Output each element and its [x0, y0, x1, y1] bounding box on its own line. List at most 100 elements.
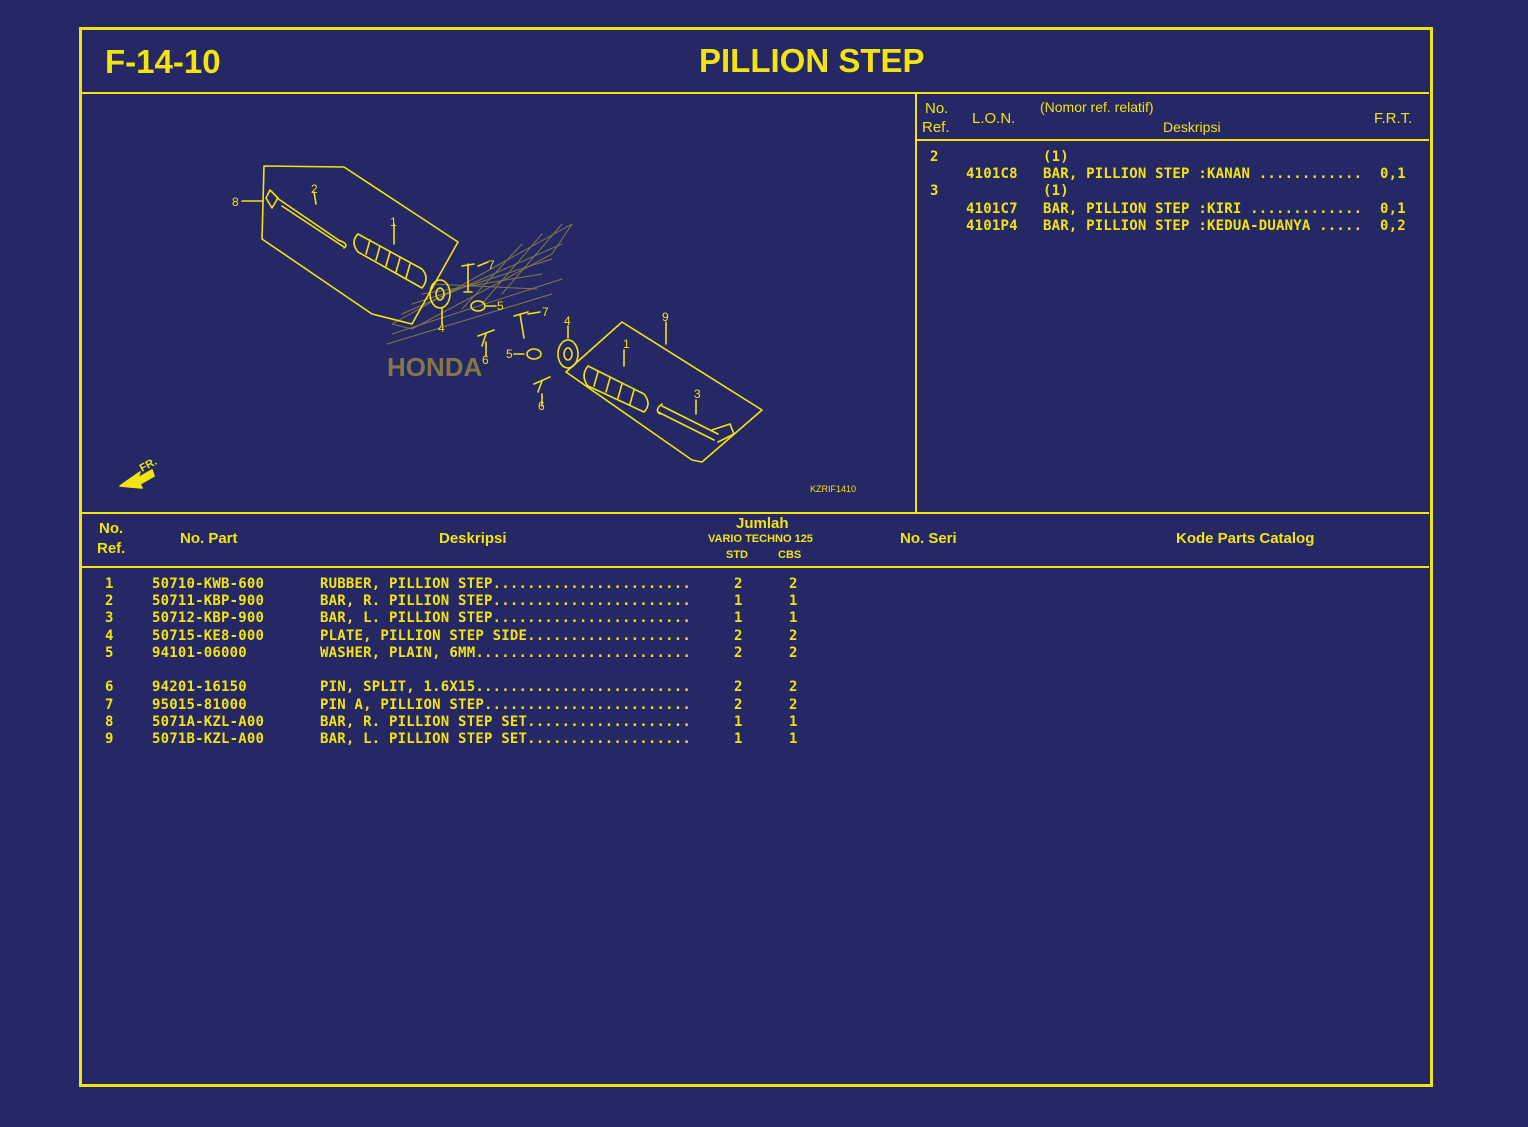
lon-frt-header: F.R.T.: [1374, 110, 1413, 127]
part-desc: PIN A, PILLION STEP.....................…: [320, 697, 692, 713]
lon-row-ref: 2: [930, 149, 939, 165]
part-cbs-qty: 2: [789, 576, 798, 592]
part-ref: 1: [105, 576, 114, 592]
part-number: 5071A-KZL-A00: [152, 714, 265, 730]
part-cbs-qty: 2: [789, 645, 798, 661]
callout-label: 9: [662, 310, 669, 324]
left-bar-bracket: [565, 321, 763, 463]
header-divider: [82, 92, 1429, 94]
callout-label: 5: [506, 347, 513, 361]
rubber-pillion-step-left: [583, 365, 649, 413]
part-std-qty: 2: [734, 679, 743, 695]
lon-row-desc: BAR, PILLION STEP :KIRI .............: [1043, 201, 1363, 217]
fr-label: FR.: [138, 456, 159, 475]
part-number: 50710-KWB-600: [152, 576, 265, 592]
parts-kode-header: Kode Parts Catalog: [1176, 530, 1315, 547]
lon-header: L.O.N.: [972, 110, 1016, 127]
part-cbs-qty: 1: [789, 593, 798, 609]
washer-plain-6mm: [470, 300, 486, 312]
part-desc: BAR, R. PILLION STEP....................…: [320, 593, 692, 609]
part-desc: RUBBER, PILLION STEP....................…: [320, 576, 692, 592]
part-desc: BAR, L. PILLION STEP SET................…: [320, 731, 692, 747]
lon-desc-header: Deskripsi: [1163, 119, 1221, 135]
lon-row-lon: 4101P4: [966, 218, 1018, 234]
callout-label: 7: [542, 305, 549, 319]
callout-label: 7: [488, 258, 495, 272]
lon-row-lon: 4101C7: [966, 201, 1018, 217]
parts-table-header-divider: [82, 566, 1429, 568]
part-number: 94101-06000: [152, 645, 247, 661]
callout-label: 5: [497, 299, 504, 313]
lon-row-desc: BAR, PILLION STEP :KANAN ............: [1043, 166, 1363, 182]
part-cbs-qty: 2: [789, 697, 798, 713]
part-std-qty: 1: [734, 714, 743, 730]
catalog-frame: [79, 27, 1433, 1087]
plate-pillion-step-side: [429, 279, 451, 309]
part-desc: PLATE, PILLION STEP SIDE................…: [320, 628, 692, 644]
part-desc: BAR, L. PILLION STEP....................…: [320, 610, 692, 626]
lon-row-desc: (1): [1043, 149, 1069, 165]
lon-nomor-header: (Nomor ref. relatif): [1040, 99, 1154, 115]
part-std-qty: 2: [734, 576, 743, 592]
parts-seri-header: No. Seri: [900, 530, 957, 547]
callout-label: 1: [390, 215, 397, 229]
part-number: 50711-KBP-900: [152, 593, 265, 609]
part-ref: 4: [105, 628, 114, 644]
callout-label: 6: [538, 399, 545, 413]
parts-part-header: No. Part: [180, 530, 238, 547]
watermark-text: HONDA: [387, 352, 483, 382]
part-std-qty: 2: [734, 645, 743, 661]
callout-label: 4: [438, 321, 445, 335]
parts-std-header: STD: [726, 549, 748, 561]
callout-label: 6: [482, 353, 489, 367]
pin-split: [477, 329, 495, 347]
part-cbs-qty: 1: [789, 610, 798, 626]
bar-l-pillion-step: [657, 405, 735, 443]
page-title: PILLION STEP: [699, 42, 925, 79]
part-desc: PIN, SPLIT, 1.6X15......................…: [320, 679, 692, 695]
parts-jumlah-header: Jumlah: [736, 515, 789, 532]
pin-a-pillion-step: [461, 263, 475, 293]
rubber-pillion-step-right: [353, 233, 427, 289]
lon-header-divider: [917, 139, 1429, 141]
callout-label: 3: [694, 387, 701, 401]
parts-desc-header: Deskripsi: [439, 530, 507, 547]
parts-ref-no-header: No.: [99, 520, 124, 537]
lon-ref-no-header: No.: [925, 100, 949, 117]
part-number: 94201-16150: [152, 679, 247, 695]
part-ref: 2: [105, 593, 114, 609]
part-ref: 5: [105, 645, 114, 661]
parts-table-top-divider: [82, 512, 1429, 514]
lon-row-desc: (1): [1043, 183, 1069, 199]
part-ref: 8: [105, 714, 114, 730]
part-cbs-qty: 2: [789, 628, 798, 644]
lon-row-desc: BAR, PILLION STEP :KEDUA-DUANYA .....: [1043, 218, 1363, 234]
exploded-parts-diagram: 8 2 1 7 4 5 6 7 4 5 6 9 1 3 HONDA FR. KZ…: [119, 165, 856, 494]
part-ref: 9: [105, 731, 114, 747]
part-ref: 3: [105, 610, 114, 626]
lon-row-ref: 3: [930, 183, 939, 199]
lon-row-frt: 0,1: [1380, 166, 1406, 182]
part-cbs-qty: 1: [789, 731, 798, 747]
lon-ref-ref-header: Ref.: [922, 119, 950, 136]
part-std-qty: 1: [734, 731, 743, 747]
bar-r-pillion-step: [276, 197, 347, 249]
part-number: 50712-KBP-900: [152, 610, 265, 626]
part-std-qty: 1: [734, 610, 743, 626]
page-code: F-14-10: [105, 43, 221, 80]
lon-row-frt: 0,1: [1380, 201, 1406, 217]
part-std-qty: 2: [734, 628, 743, 644]
part-desc: BAR, R. PILLION STEP SET................…: [320, 714, 692, 730]
honda-wing-watermark: [386, 223, 573, 345]
part-std-qty: 2: [734, 697, 743, 713]
part-cbs-qty: 1: [789, 714, 798, 730]
parts-ref-ref-header: Ref.: [97, 540, 126, 557]
front-direction-arrow: [119, 469, 155, 489]
callout-label: 8: [232, 195, 239, 209]
diagram-image-code: KZRIF1410: [810, 484, 856, 494]
part-number: 50715-KE8-000: [152, 628, 265, 644]
lon-row-frt: 0,2: [1380, 218, 1406, 234]
part-number: 5071B-KZL-A00: [152, 731, 265, 747]
right-bar-bracket: [261, 165, 459, 325]
parts-cbs-header: CBS: [778, 549, 802, 561]
